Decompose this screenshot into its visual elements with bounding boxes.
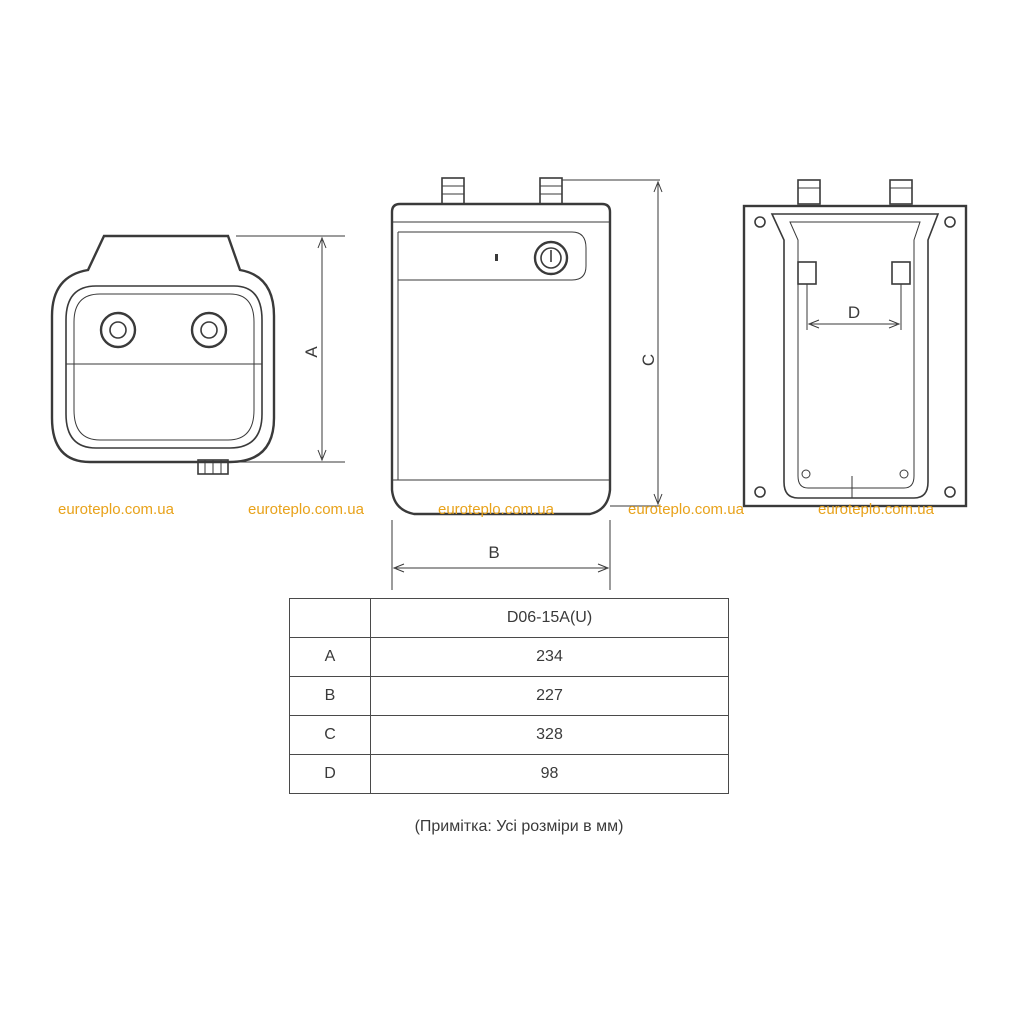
back-view: D [742, 179, 968, 508]
dimension-a: A [232, 235, 345, 463]
table-row: D 98 [289, 754, 729, 794]
top-view: A [50, 234, 345, 475]
watermark-text: euroteplo.com.ua [248, 501, 365, 518]
dimension-b: B [391, 520, 611, 590]
watermark-text: euroteplo.com.ua [58, 501, 175, 518]
table-corner-cell [289, 598, 371, 638]
watermark-text: euroteplo.com.ua [438, 501, 555, 518]
table-key-cell: C [289, 715, 371, 755]
watermark-text: euroteplo.com.ua [628, 501, 745, 518]
dimension-a-label: A [302, 346, 321, 358]
table-key-cell: D [289, 754, 371, 794]
dimensions-table: D06-15A(U) A 234 B 227 C 328 D 98 [289, 598, 729, 794]
units-note: (Примітка: Усі розміри в мм) [414, 818, 624, 835]
dimension-c-label: C [639, 354, 658, 366]
dimension-c: C [562, 179, 663, 507]
table-row: B 227 [289, 676, 729, 716]
table-row: C 328 [289, 715, 729, 755]
dimension-d: D [807, 303, 901, 329]
table-value-cell: 98 [370, 754, 729, 794]
dimension-b-label: B [488, 543, 499, 562]
table-value-cell: 227 [370, 676, 729, 716]
inlet-port-right [190, 311, 228, 349]
table-key-cell: B [289, 676, 371, 716]
connector-right [539, 177, 563, 205]
table-value-cell: 328 [370, 715, 729, 755]
front-view: C B [390, 177, 663, 590]
table-key-cell: A [289, 637, 371, 677]
table-header-row: D06-15A(U) [289, 598, 729, 638]
indicator-light [495, 254, 498, 261]
watermark-text: euroteplo.com.ua [818, 501, 935, 518]
table-row: A 234 [289, 637, 729, 677]
connector-left [441, 177, 465, 205]
thermostat-knob-icon [533, 240, 569, 276]
dimension-d-label: D [848, 303, 860, 322]
watermark-row: euroteplo.com.ua euroteplo.com.ua eurote… [58, 501, 935, 518]
inlet-port-left [99, 311, 137, 349]
table-value-cell: 234 [370, 637, 729, 677]
table-model-cell: D06-15A(U) [370, 598, 729, 638]
